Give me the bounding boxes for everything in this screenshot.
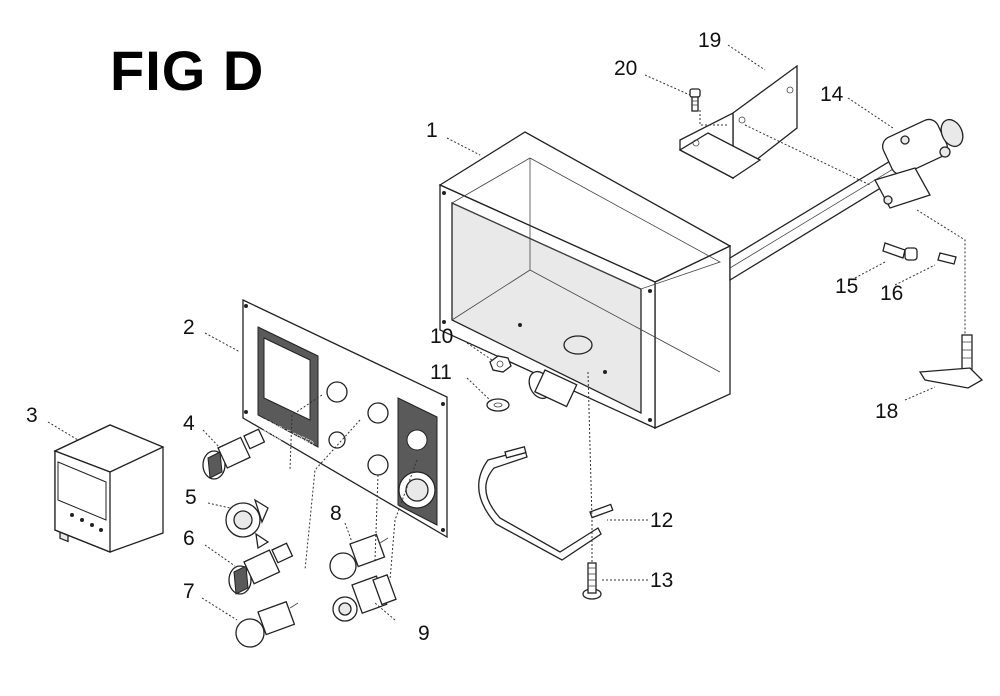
callout-14: 14: [820, 83, 844, 106]
callout-labels: 1 2 3 4 5 6 7 8 9 10 11 12 13 14 15 16 1…: [26, 29, 903, 645]
cable-gland-part: [528, 369, 578, 408]
callout-20: 20: [614, 57, 637, 80]
callout-4: 4: [183, 412, 195, 435]
leader-lines: [47, 44, 966, 621]
handle-screw-part: [582, 562, 602, 600]
set-screw-part: [937, 252, 957, 265]
callout-9: 9: [418, 622, 430, 645]
callout-13: 13: [650, 569, 673, 592]
callout-3: 3: [26, 404, 38, 427]
washer-part: [486, 398, 510, 412]
bracket-screw-part: [689, 88, 701, 112]
control-box-part: [438, 131, 732, 430]
potentiometer-knob-part: [225, 498, 270, 550]
selector-switch-part-6: [228, 542, 294, 595]
callout-1: 1: [426, 119, 438, 142]
callout-16: 16: [880, 282, 903, 305]
callout-12: 12: [650, 509, 673, 532]
clamping-lever-part: [918, 334, 984, 389]
callout-7: 7: [183, 580, 195, 603]
clamp-screw-part: [882, 242, 918, 261]
digital-display-part: [53, 424, 165, 553]
callout-19: 19: [698, 29, 721, 52]
callout-18: 18: [875, 400, 898, 423]
callout-11: 11: [430, 361, 452, 384]
callout-5: 5: [185, 486, 197, 509]
callout-8: 8: [330, 502, 342, 525]
front-panel-part: SPINDLE SPEED 88 000 - 4400 IO 88 - 300: [242, 298, 448, 539]
callout-10: 10: [430, 325, 453, 348]
figure-title: FIG D: [110, 39, 265, 102]
callout-2: 2: [183, 316, 195, 339]
angle-bracket-part: [678, 64, 798, 180]
push-button-part-8: [329, 533, 389, 580]
callout-15: 15: [835, 275, 858, 298]
selector-switch-part: [202, 428, 266, 480]
push-button-part-7: [235, 600, 299, 648]
emergency-switch-part: [332, 574, 397, 622]
nut-part: [489, 355, 512, 373]
handle-part: [478, 446, 614, 561]
callout-6: 6: [183, 527, 195, 550]
